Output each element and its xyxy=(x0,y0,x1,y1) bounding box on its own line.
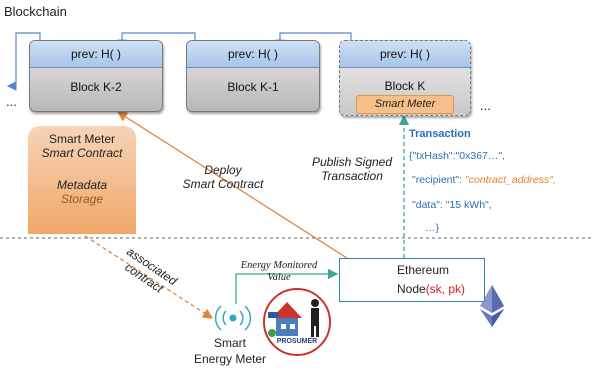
block-k-2-prev-hash: prev: H( ) xyxy=(30,41,162,68)
energy-label-line1: Energy Monitored xyxy=(240,260,318,271)
block-k-1-label: Block K-1 xyxy=(227,80,279,94)
chain-ellipsis-right: ... xyxy=(480,98,491,113)
tx-line-hash: {"txHash":"0x367…", xyxy=(409,150,506,162)
sc-line-smart-meter: Smart Meter xyxy=(48,132,115,146)
prosumer-icon xyxy=(263,288,331,356)
diagram-title: Blockchain xyxy=(4,4,67,19)
block-k-body: Block K Smart Meter xyxy=(340,68,470,114)
smart-meter-badge: Smart Meter xyxy=(356,95,454,114)
tx-recipient-value: "contract_address", xyxy=(464,174,556,186)
deploy-label-line2: Smart Contract xyxy=(182,177,264,191)
publish-label-line2: Transaction xyxy=(321,169,383,183)
energy-arrow xyxy=(235,268,339,304)
deploy-arrow xyxy=(116,111,351,261)
deploy-label: Deploy Smart Contract xyxy=(168,163,278,191)
block-k-1-prev-hash: prev: H( ) xyxy=(187,41,319,68)
hash-link-k2-to-prev xyxy=(6,32,41,91)
prosumer-label: PROSUMER xyxy=(276,338,318,345)
tx-line-data: "data": "15 kWh", xyxy=(412,199,492,211)
publish-label-line1: Publish Signed xyxy=(311,155,393,169)
block-k-label: Block K xyxy=(384,79,426,93)
smart-contract-storage: Smart Meter Smart Contract Metadata Stor… xyxy=(28,126,136,234)
tx-line-end: …} xyxy=(425,222,440,234)
sc-line-storage: Storage xyxy=(60,192,104,206)
tx-line-recipient: "recipient": "contract_address", xyxy=(412,174,556,186)
block-k-1: prev: H( ) Block K-1 xyxy=(186,40,320,112)
transaction-title: Transaction xyxy=(409,128,471,140)
chain-ellipsis-left: ... xyxy=(6,94,17,109)
block-k-prev-hash: prev: H( ) xyxy=(340,41,470,68)
node-word: Node xyxy=(397,282,426,296)
wireless-meter-icon xyxy=(214,305,252,331)
block-k-2-label: Block K-2 xyxy=(70,80,122,94)
sc-line-metadata: Metadata xyxy=(56,178,108,192)
smart-energy-meter-label: Smart Energy Meter xyxy=(180,335,280,367)
block-k-2: prev: H( ) Block K-2 xyxy=(29,40,163,112)
deploy-label-line1: Deploy xyxy=(204,163,242,177)
ethereum-icon xyxy=(480,285,504,327)
sc-line-smart-contract: Smart Contract xyxy=(41,146,123,160)
ethereum-node-label-line2: Node(sk, pk) xyxy=(397,282,465,296)
tx-recipient-key: "recipient": xyxy=(412,174,465,186)
ethereum-node-box xyxy=(339,258,485,302)
energy-monitored-label: Energy Monitored Value xyxy=(224,260,334,284)
block-k: prev: H( ) Block K Smart Meter xyxy=(339,40,471,116)
meter-label-line1: Smart xyxy=(213,336,246,350)
publish-label: Publish Signed Transaction xyxy=(300,155,404,183)
energy-label-line2: Value xyxy=(267,272,291,283)
node-keys: (sk, pk) xyxy=(425,282,466,296)
ethereum-node-label: Ethereum xyxy=(397,263,450,277)
meter-label-line2: Energy Meter xyxy=(193,352,267,366)
